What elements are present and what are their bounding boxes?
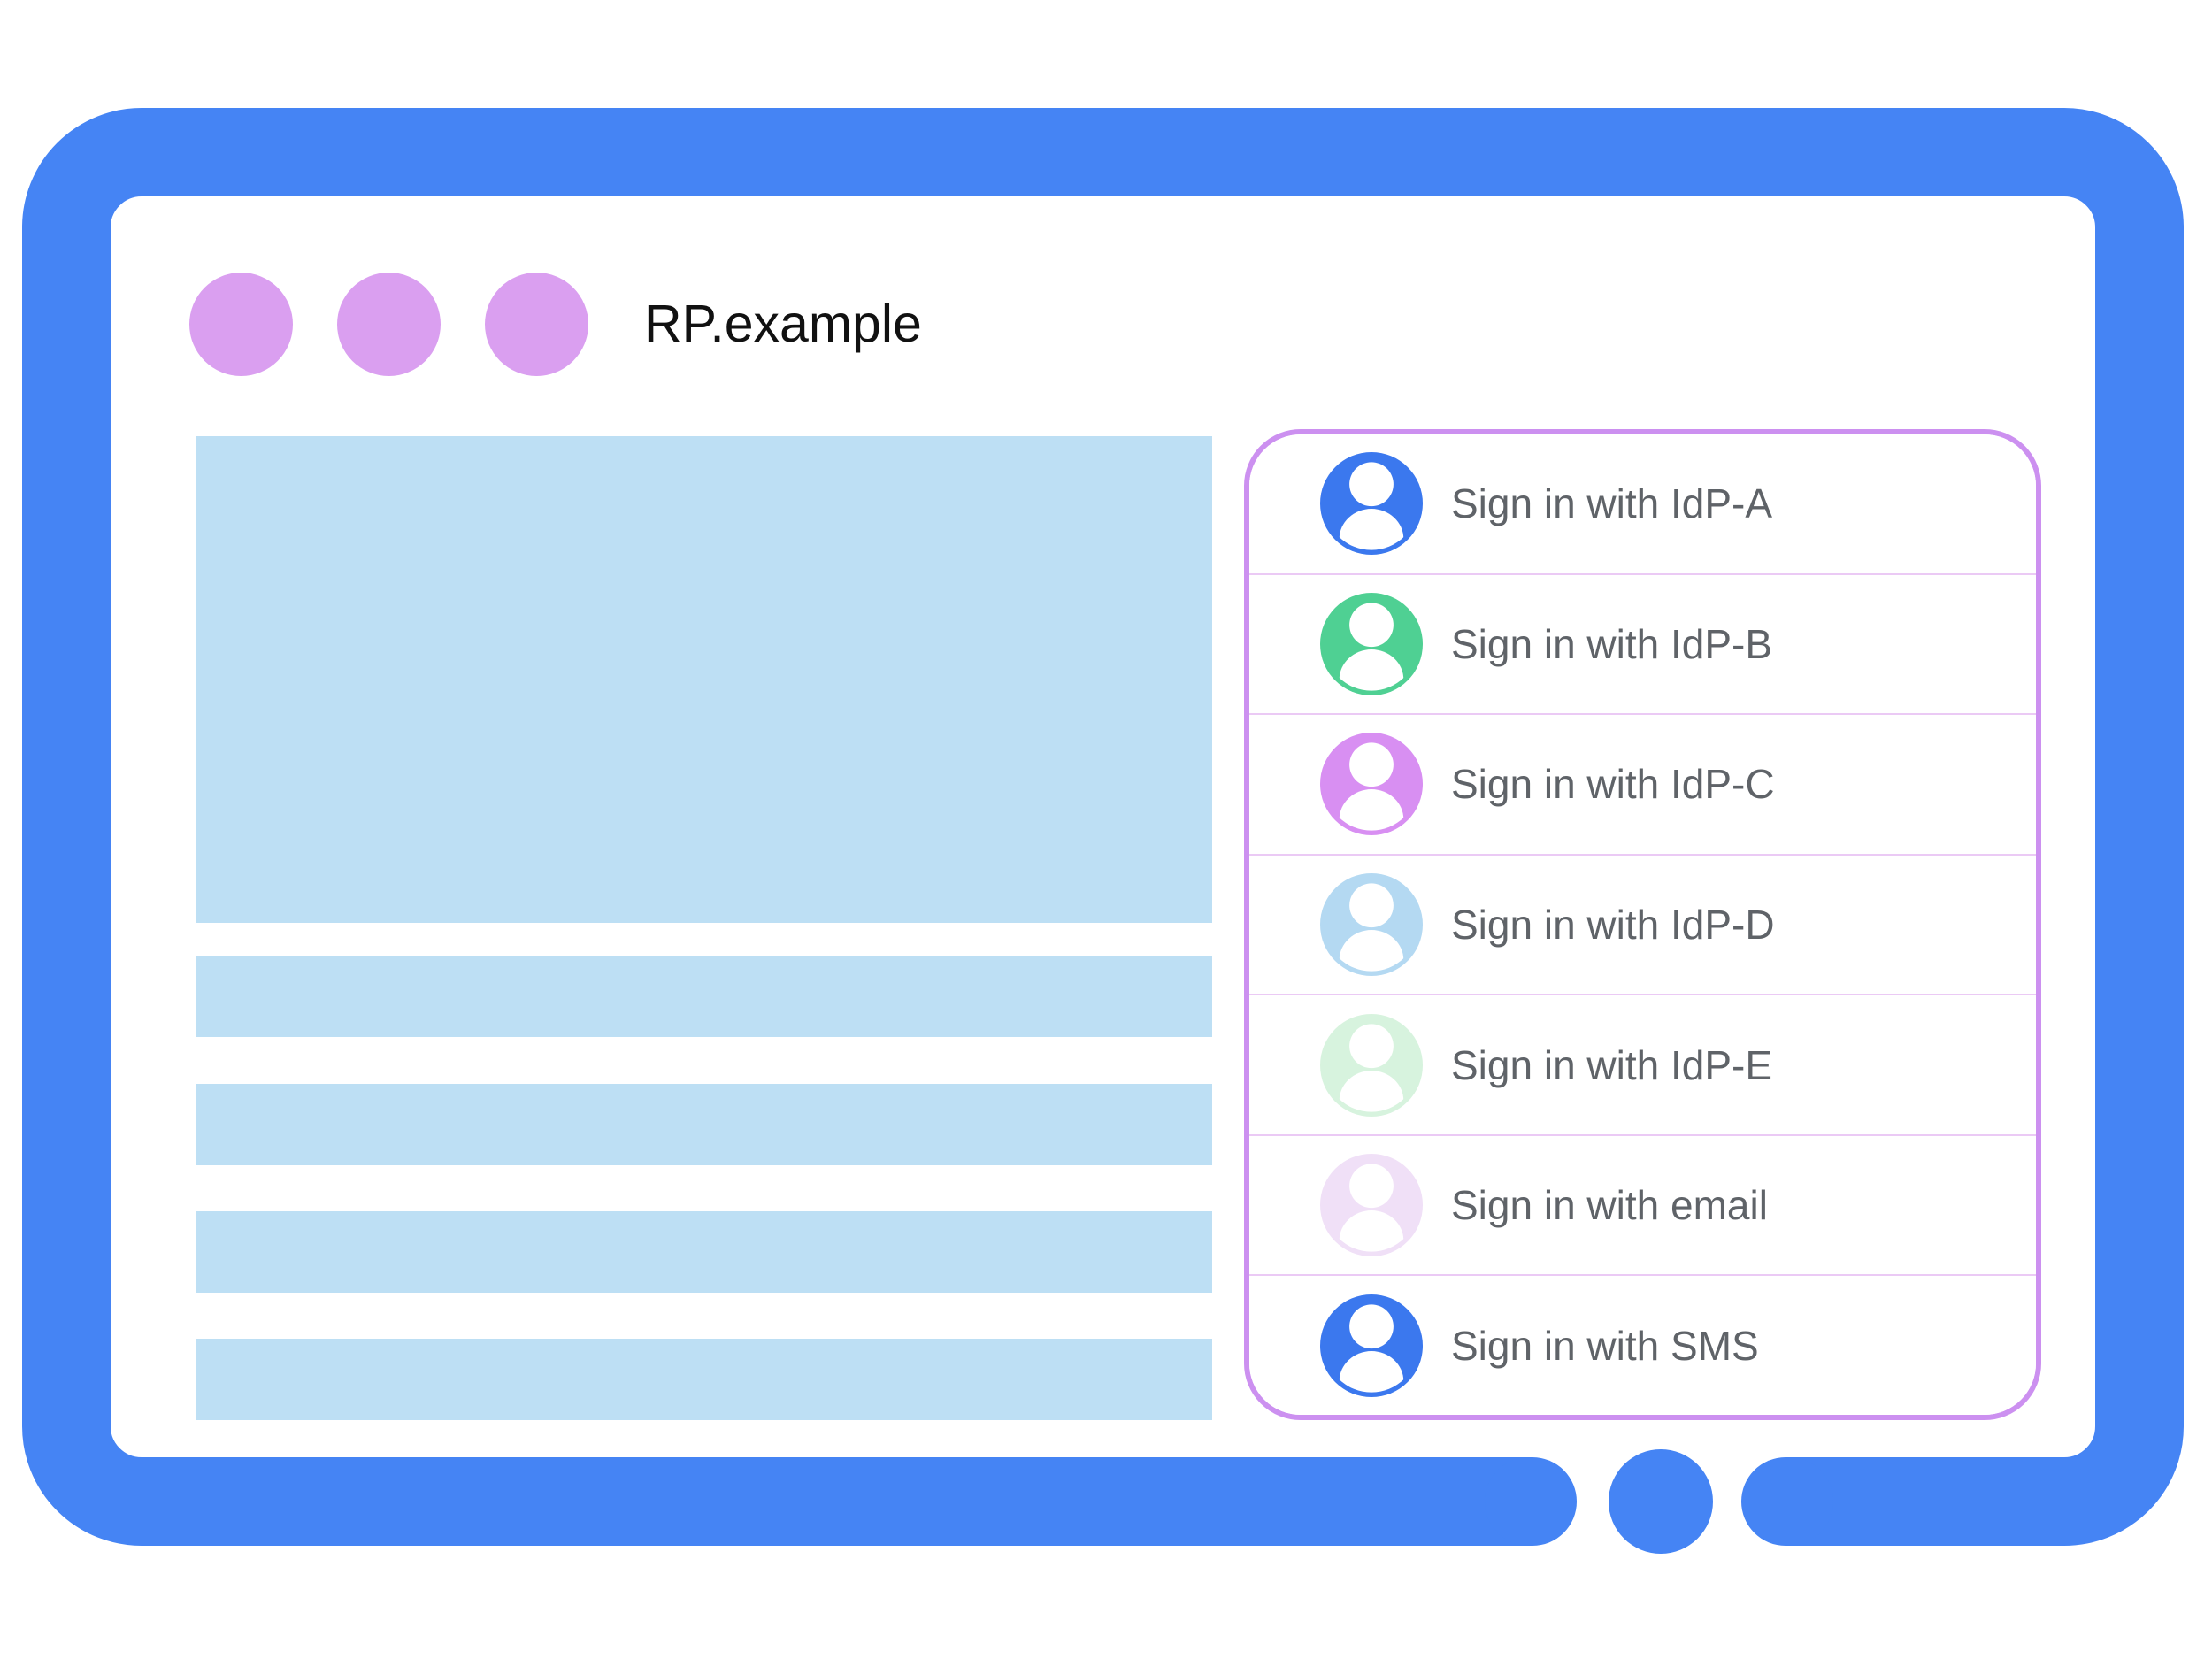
signin-item-sms[interactable]: Sign in with SMS (1249, 1274, 2036, 1415)
window-control-dot[interactable] (337, 273, 441, 376)
signin-item-idp-a[interactable]: Sign in with IdP-A (1249, 434, 2036, 573)
frame-bottom-cap-right (1741, 1457, 1833, 1546)
signin-item-label: Sign in with email (1451, 1182, 1768, 1229)
signin-item-idp-e[interactable]: Sign in with IdP-E (1249, 994, 2036, 1134)
content-placeholder-bar (196, 1084, 1212, 1165)
signin-item-idp-b[interactable]: Sign in with IdP-B (1249, 572, 2036, 714)
signin-item-label: Sign in with SMS (1451, 1322, 1759, 1369)
content-placeholder-bar (196, 1211, 1212, 1293)
account-avatar-icon (1320, 592, 1423, 695)
page-title: RP.example (644, 295, 922, 353)
window-control-dot[interactable] (189, 273, 293, 376)
account-avatar-icon (1320, 733, 1423, 836)
account-avatar-icon (1320, 1154, 1423, 1257)
content-placeholder-block (196, 436, 1212, 923)
frame-bottom-cap-left (1485, 1457, 1577, 1546)
content-placeholder-bar (196, 1339, 1212, 1420)
home-button[interactable] (1609, 1449, 1713, 1554)
signin-item-label: Sign in with IdP-E (1451, 1041, 1773, 1088)
signin-item-label: Sign in with IdP-C (1451, 761, 1775, 808)
window-control-dot[interactable] (485, 273, 588, 376)
signin-item-label: Sign in with IdP-A (1451, 480, 1773, 527)
account-avatar-icon (1320, 452, 1423, 556)
signin-item-email[interactable]: Sign in with email (1249, 1133, 2036, 1275)
account-avatar-icon (1320, 1294, 1423, 1397)
signin-item-label: Sign in with IdP-D (1451, 902, 1775, 949)
signin-item-idp-c[interactable]: Sign in with IdP-C (1249, 713, 2036, 854)
signin-item-label: Sign in with IdP-B (1451, 620, 1773, 667)
signin-item-idp-d[interactable]: Sign in with IdP-D (1249, 853, 2036, 995)
signin-panel: Sign in with IdP-A Sign in with IdP-B Si… (1244, 429, 2041, 1420)
account-avatar-icon (1320, 1013, 1423, 1117)
content-placeholder-bar (196, 956, 1212, 1037)
account-avatar-icon (1320, 873, 1423, 977)
